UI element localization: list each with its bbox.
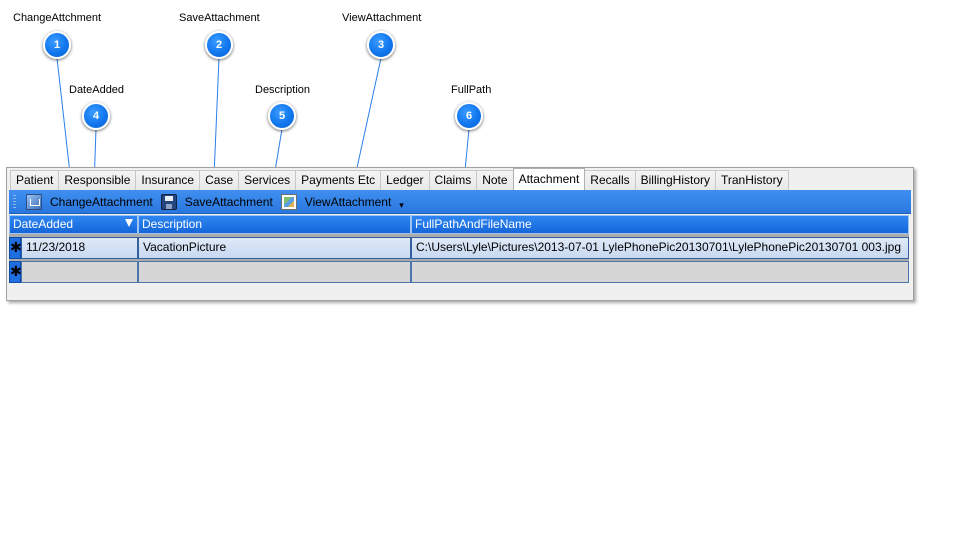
tab-attachment[interactable]: Attachment <box>512 168 586 190</box>
attachment-toolbar: ChangeAttachment SaveAttachment ViewAtta… <box>9 190 911 214</box>
column-header-dateadded[interactable]: DateAdded <box>9 215 138 234</box>
tab-billing-history[interactable]: BillingHistory <box>634 170 716 190</box>
save-attachment-button[interactable]: SaveAttachment <box>159 192 279 212</box>
change-attachment-label: ChangeAttachment <box>50 194 153 209</box>
callout-label-description: Description <box>255 84 311 96</box>
change-attachment-icon <box>26 193 42 210</box>
callout-badge-4: 4 <box>82 102 110 130</box>
change-attachment-button[interactable]: ChangeAttachment <box>24 192 159 212</box>
new-cell-description[interactable] <box>138 261 411 283</box>
callout-label-change: ChangeAttchment <box>13 12 102 24</box>
grid-header: DateAdded Description FullPathAndFileNam… <box>9 215 909 234</box>
callout-badge-2: 2 <box>205 31 233 59</box>
new-row[interactable]: ✱ <box>9 261 909 283</box>
tab-recalls[interactable]: Recalls <box>584 170 636 190</box>
tab-ledger[interactable]: Ledger <box>380 170 430 190</box>
column-header-dateadded-label: DateAdded <box>13 217 74 231</box>
callout-badge-3: 3 <box>367 31 395 59</box>
column-header-fullpath[interactable]: FullPathAndFileName <box>411 215 909 234</box>
toolbar-grip[interactable] <box>13 194 16 209</box>
floppy-disk-icon <box>160 193 177 210</box>
tab-tran-history[interactable]: TranHistory <box>715 170 789 190</box>
tab-payments-etc[interactable]: Payments Etc <box>295 170 382 190</box>
view-image-icon <box>280 193 297 210</box>
callout-badge-6: 6 <box>455 102 483 130</box>
callout-badge-5: 5 <box>268 102 296 130</box>
cell-description[interactable]: VacationPicture <box>138 237 411 259</box>
callout-label-fullpath: FullPath <box>451 84 492 96</box>
callout-badge-1: 1 <box>43 31 71 59</box>
cell-dateadded[interactable]: 11/23/2018 <box>21 237 138 259</box>
save-attachment-label: SaveAttachment <box>184 194 273 209</box>
tab-strip: Patient Responsible Insurance Case Servi… <box>10 168 789 190</box>
tab-insurance[interactable]: Insurance <box>135 170 201 190</box>
toolbar-overflow-chevron-icon[interactable]: ▾ <box>399 200 404 210</box>
callout-label-dateadded: DateAdded <box>69 84 125 96</box>
new-cell-fullpath[interactable] <box>411 261 909 283</box>
table-row[interactable]: ✱ 11/23/2018 VacationPicture C:\Users\Ly… <box>9 237 909 259</box>
tab-patient[interactable]: Patient <box>10 170 60 190</box>
tab-claims[interactable]: Claims <box>428 170 478 190</box>
cell-fullpath[interactable]: C:\Users\Lyle\Pictures\2013-07-01 LylePh… <box>411 237 909 259</box>
new-cell-dateadded[interactable] <box>21 261 138 283</box>
tab-responsible[interactable]: Responsible <box>58 170 137 190</box>
view-attachment-label: ViewAttachment <box>304 194 392 209</box>
tab-case[interactable]: Case <box>199 170 240 190</box>
callout-label-save: SaveAttachment <box>179 12 260 24</box>
column-header-description[interactable]: Description <box>138 215 411 234</box>
attachments-grid: DateAdded Description FullPathAndFileNam… <box>9 215 909 283</box>
view-attachment-button[interactable]: ViewAttachment <box>279 192 398 212</box>
filter-icon[interactable] <box>125 219 133 227</box>
tab-note[interactable]: Note <box>476 170 514 190</box>
tab-services[interactable]: Services <box>238 170 297 190</box>
callout-label-view: ViewAttachment <box>342 12 422 24</box>
attachment-window: Patient Responsible Insurance Case Servi… <box>6 167 914 301</box>
new-row-selector-star-icon[interactable]: ✱ <box>9 261 22 283</box>
row-selector-star-icon[interactable]: ✱ <box>9 237 22 259</box>
